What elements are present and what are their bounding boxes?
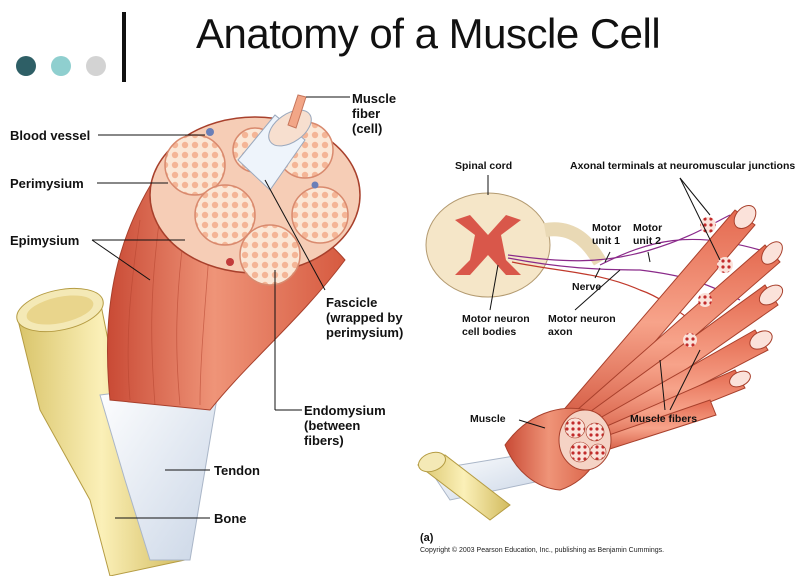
label-blood-vessel: Blood vessel — [10, 128, 90, 143]
label-motor-neuron-cell-bodies: Motor neuron cell bodies — [462, 313, 530, 339]
label-motor-unit-2: Motor unit 2 — [633, 222, 662, 248]
label-spinal-cord: Spinal cord — [455, 160, 512, 173]
figure-label: (a) — [420, 532, 433, 544]
label-tendon: Tendon — [214, 463, 260, 478]
label-axonal-terminals: Axonal terminals at neuromuscular juncti… — [570, 160, 795, 173]
label-muscle-fiber: Muscle fiber (cell) — [352, 91, 396, 136]
label-fascicle: Fascicle (wrapped by perimysium) — [326, 295, 403, 340]
copyright-text: Copyright © 2003 Pearson Education, Inc.… — [420, 547, 664, 554]
label-epimysium: Epimysium — [10, 233, 79, 248]
label-perimysium: Perimysium — [10, 176, 84, 191]
label-endomysium: Endomysium (between fibers) — [304, 403, 386, 448]
label-motor-neuron-axon: Motor neuron axon — [548, 313, 616, 339]
label-bone: Bone — [214, 511, 247, 526]
label-muscle: Muscle — [470, 413, 506, 426]
label-motor-unit-1: Motor unit 1 — [592, 222, 621, 248]
label-nerve: Nerve — [572, 281, 601, 294]
label-muscle-fibers: Muscle fibers — [630, 413, 697, 426]
